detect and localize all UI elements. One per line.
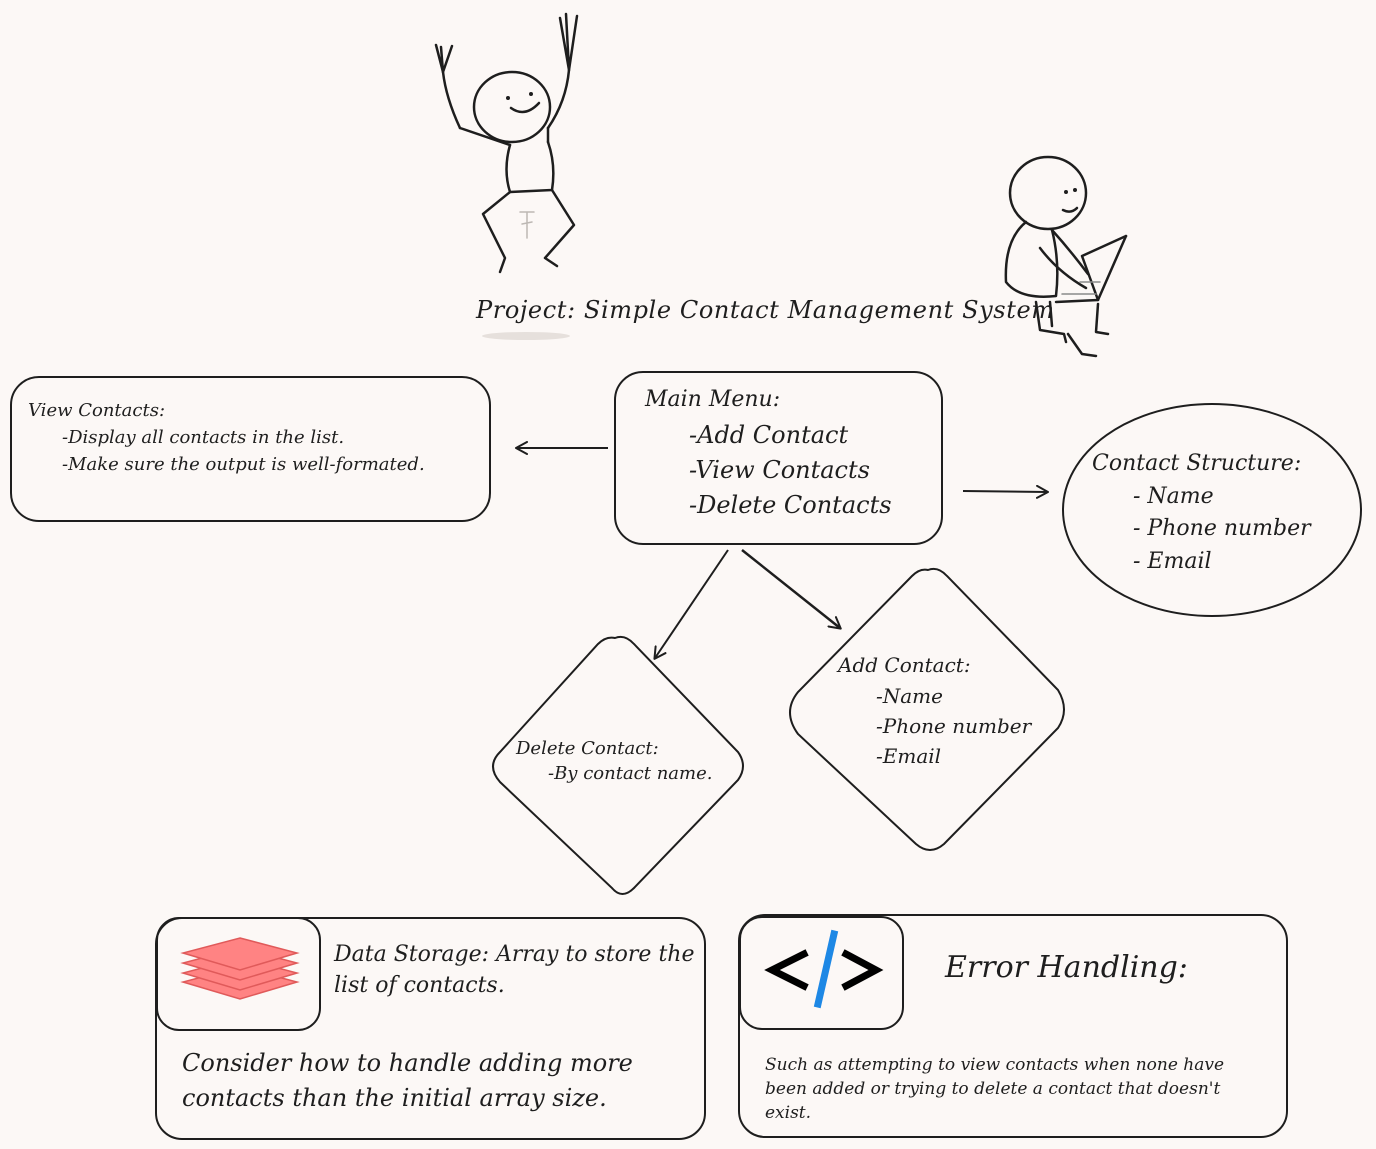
main-menu-item: -Delete Contacts: [689, 491, 892, 519]
main-menu-title: Main Menu:: [645, 387, 781, 412]
add-contact-diamond: [789, 567, 1065, 851]
data-storage-text: Data Storage: Array to store the list of…: [334, 942, 702, 998]
view-contacts-title: View Contacts:: [28, 400, 166, 421]
add-contact-title: Add Contact:: [838, 653, 971, 677]
error-handling-icon-frame: [739, 916, 904, 1030]
cheering-stick-figure-icon: [434, 12, 579, 274]
error-handling-box: [738, 914, 1288, 1138]
page-title: Project: Simple Contact Management Syste…: [476, 296, 1055, 324]
view-contacts-item: -Display all contacts in the list.: [62, 427, 345, 448]
add-contact-item: -Email: [876, 744, 942, 768]
data-storage-box: [155, 917, 706, 1140]
delete-contact-diamond: [492, 635, 744, 895]
view-contacts-box: [10, 376, 491, 522]
arrow-to-delete-contact: [653, 549, 729, 660]
main-menu-item: -Add Contact: [689, 421, 849, 449]
error-handling-description: Such as attempting to view contacts when…: [765, 1055, 1230, 1123]
delete-contact-item: -By contact name.: [548, 763, 713, 784]
arrow-to-add-contact: [741, 549, 842, 630]
arrow-to-contact-structure: [962, 484, 1049, 499]
contact-structure-item: - Email: [1133, 549, 1212, 574]
data-storage-note: Consider how to handle adding more conta…: [182, 1049, 641, 1112]
code-brackets-icon: [764, 929, 884, 1009]
contact-structure-title: Contact Structure:: [1092, 451, 1302, 476]
view-contacts-item: -Make sure the output is well-formated.: [62, 454, 425, 475]
add-contact-item: -Name: [876, 684, 943, 708]
contact-structure-item: - Phone number: [1133, 516, 1311, 541]
main-menu-box: [614, 371, 943, 545]
data-storage-icon-frame: [156, 917, 321, 1031]
delete-contact-title: Delete Contact:: [516, 738, 659, 759]
main-menu-item: -View Contacts: [689, 456, 870, 484]
laptop-stick-figure-icon: [1004, 155, 1128, 358]
error-handling-title: Error Handling:: [945, 950, 1188, 985]
contact-structure-item: - Name: [1133, 484, 1214, 509]
add-contact-item: -Phone number: [876, 714, 1032, 738]
stacked-layers-icon: [180, 937, 300, 1000]
contact-structure-ellipse: [1062, 403, 1362, 617]
